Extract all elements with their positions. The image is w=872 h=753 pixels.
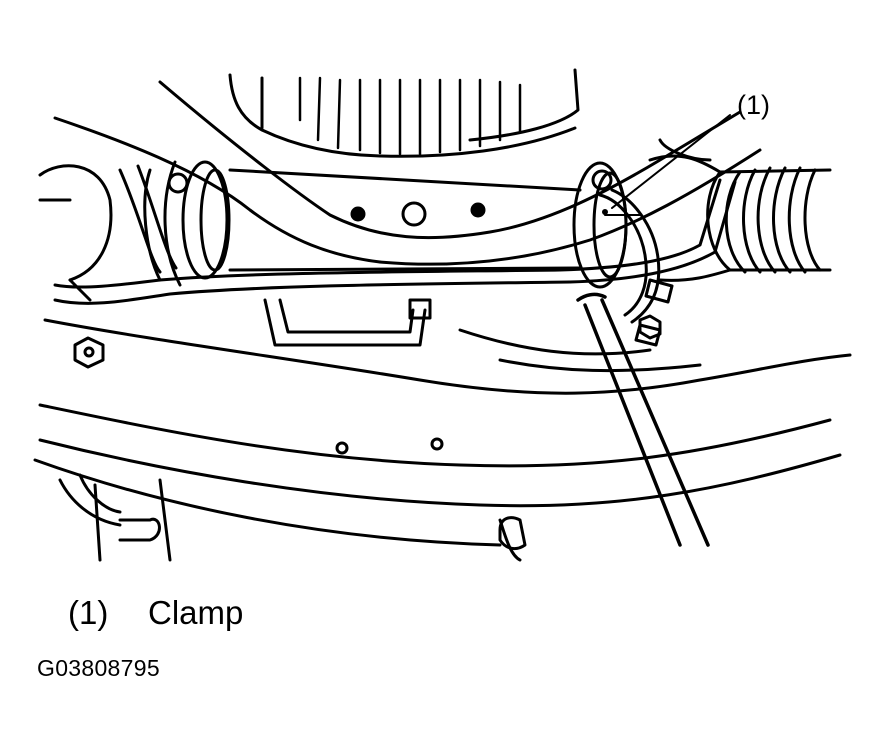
steering-gearbox-illustration bbox=[33, 68, 852, 562]
pipes bbox=[53, 138, 737, 347]
crossmember bbox=[53, 80, 762, 266]
figure-id: G03808795 bbox=[37, 655, 160, 681]
legend-item-1: (1) Clamp bbox=[68, 596, 243, 629]
bolts bbox=[73, 314, 662, 551]
legend-number: (1) bbox=[68, 594, 109, 631]
callout-label-1: (1) bbox=[737, 90, 770, 120]
bellows-boot bbox=[648, 154, 832, 282]
upper-housing bbox=[228, 68, 580, 158]
callout-leader-line bbox=[611, 114, 731, 209]
lower-frame bbox=[33, 318, 852, 562]
legend-name: Clamp bbox=[148, 594, 244, 631]
pry-tool bbox=[576, 292, 710, 547]
steering-gearbox bbox=[38, 160, 641, 302]
